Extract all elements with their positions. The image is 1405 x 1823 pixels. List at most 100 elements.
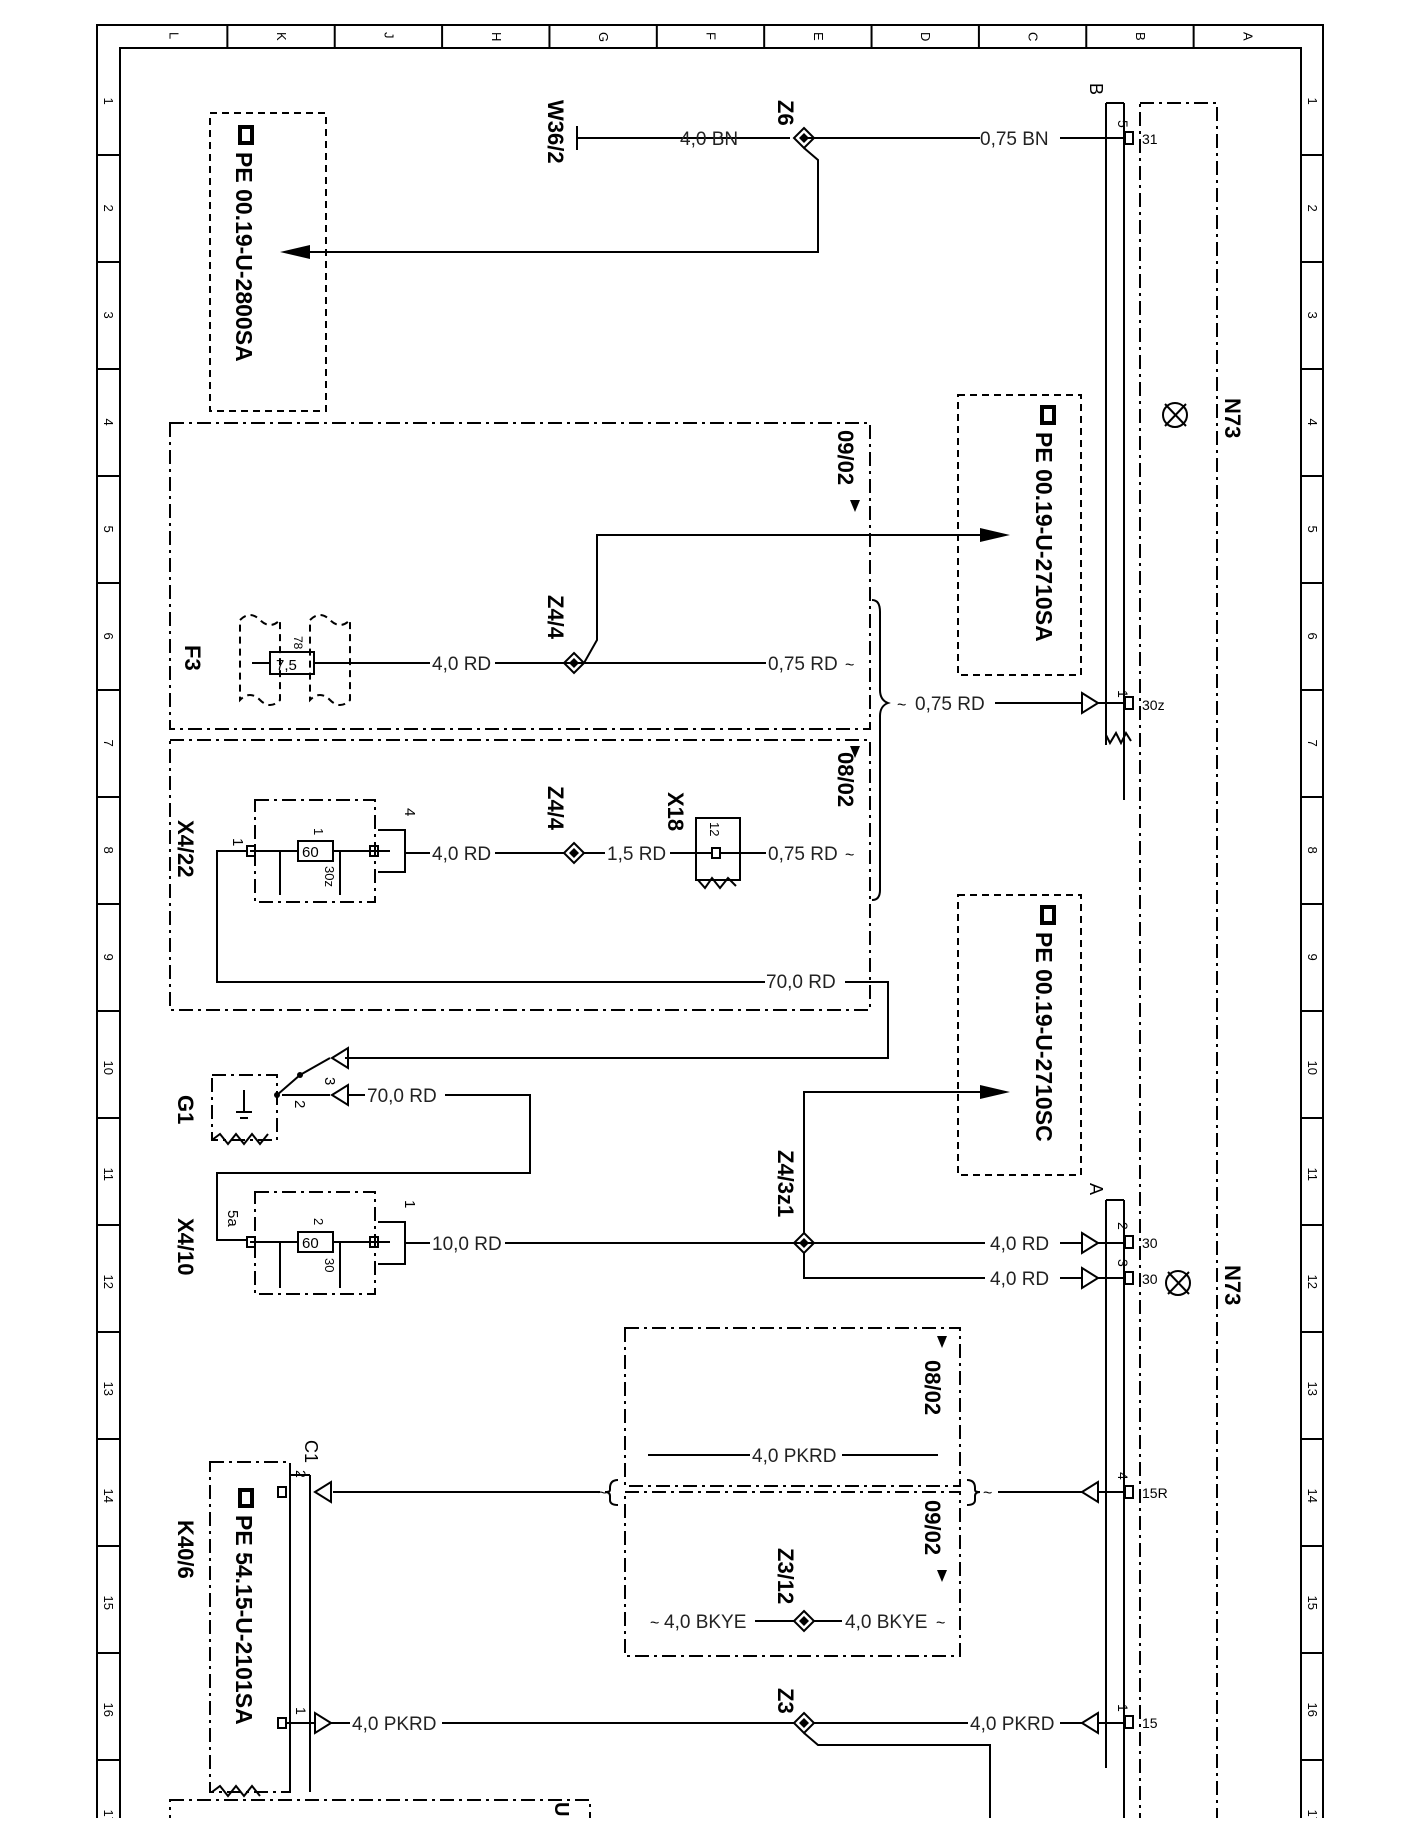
battery-symbol-icon — [211, 1072, 303, 1146]
k406-connector-c1: C1 — [301, 1440, 321, 1463]
wire-pkrd-k40-label: 4,0 PKRD — [352, 1714, 436, 1735]
x422-pin-1: 1 — [229, 838, 246, 846]
ref-2800-label: PE 00.19-U-2800SA — [231, 152, 257, 362]
book-reference-icon — [238, 125, 254, 145]
f3-rating: 7,5 — [276, 657, 297, 674]
wire-start-mark: ~ — [650, 1615, 659, 1632]
grid-number-left: 1 — [101, 98, 116, 105]
grid-letter: G — [596, 32, 611, 42]
lamp-symbol-icon — [1165, 1270, 1191, 1296]
x18-pin-12: 12 — [707, 822, 722, 836]
pin-31-label: 31 — [1142, 131, 1158, 147]
grid-number-left: 15 — [101, 1596, 116, 1610]
group-0802-top-label: 08/02 — [833, 752, 858, 807]
fuse-block-x422 — [250, 799, 406, 903]
grid-number-left: 9 — [101, 954, 116, 961]
x410-pin-30: 30 — [322, 1258, 337, 1272]
grid-number-left: 3 — [101, 312, 116, 319]
grid-number-right: 9 — [1305, 954, 1320, 961]
z312-label: Z3/12 — [773, 1548, 798, 1604]
splice-z312 — [792, 1609, 816, 1633]
group-0902-bottom-label: 09/02 — [920, 1500, 945, 1555]
pin-30-label: 30 — [1142, 1235, 1158, 1251]
x18-label: X18 — [663, 792, 688, 831]
grid-number-left: 7 — [101, 740, 116, 747]
n73-label-bottom: N73 — [1220, 1265, 1245, 1305]
drawing-frame — [96, 24, 1324, 1823]
fuse-block-x410 — [246, 1191, 406, 1295]
grid-letter: C — [1026, 32, 1041, 41]
grid-number-left: 6 — [101, 633, 116, 640]
grid-number-right: 10 — [1305, 1061, 1320, 1075]
wire-30z-075rd-label: 0,75 RD — [915, 694, 985, 715]
grid-number-right: 15 — [1305, 1596, 1320, 1610]
z6-label: Z6 — [773, 100, 798, 126]
grid-number-right: 16 — [1305, 1703, 1320, 1717]
grid-letter: L — [167, 32, 182, 39]
pin-15r-label: 15R — [1142, 1485, 1168, 1501]
x422-label: X4/22 — [173, 820, 198, 878]
wire-15rd-label: 1,5 RD — [607, 844, 666, 865]
n73-label-top: N73 — [1220, 398, 1245, 438]
x422-inner-pin-1: 1 — [311, 828, 326, 835]
ref-2710sa-label: PE 00.19-U-2710SA — [1031, 432, 1057, 642]
pin-31-number: 5 — [1115, 120, 1131, 128]
grid-number-right: 2 — [1305, 205, 1320, 212]
wire-x18-075rd-label: 0,75 RD — [768, 844, 838, 865]
group-box-0902-bottom — [624, 1491, 961, 1657]
w36-ground-connector — [576, 126, 790, 150]
ref-5415-label: PE 54.15-U-2101SA — [231, 1515, 257, 1725]
x422-pin-30z: 30z — [322, 866, 337, 887]
grid-letter: K — [274, 32, 289, 41]
ref-2710sc-label: PE 00.19-U-2710SC — [1031, 932, 1057, 1142]
wire-x422-4rd-label: 4,0 RD — [432, 844, 491, 865]
wire-bkye-l-label: 4,0 BKYE — [664, 1612, 746, 1633]
k40-pin-2: 2 — [293, 1470, 309, 1478]
grid-number-left: 14 — [101, 1489, 116, 1503]
grid-number-right: 7 — [1305, 740, 1320, 747]
fuse-symbol-icon — [239, 614, 351, 706]
wire-start-mark: ~ — [897, 697, 906, 714]
wire-075bn-label: 0,75 BN — [980, 129, 1049, 150]
grid-number-right: 4 — [1305, 419, 1320, 426]
x410-pin-1: 1 — [401, 1200, 418, 1208]
grid-number-left: 13 — [101, 1382, 116, 1396]
x422-fuse-rating: 60 — [302, 844, 319, 861]
k40-pin-1: 1 — [293, 1707, 309, 1715]
ref-box-2710sc — [957, 894, 1082, 1176]
grid-letter: E — [811, 32, 826, 41]
pin-15-number: 1 — [1115, 1704, 1131, 1712]
pin-15-label: 15 — [1142, 1715, 1158, 1731]
group-0902-top-label: 09/02 — [833, 430, 858, 485]
splice-z44-a — [562, 651, 586, 675]
z3-label: Z3 — [773, 1688, 798, 1714]
group-box-0802-bottom — [624, 1327, 961, 1487]
wire-70rd-b-label: 70,0 RD — [367, 1086, 437, 1107]
wire-bkye-r-label: 4,0 BKYE — [845, 1612, 927, 1633]
grid-letter: H — [489, 32, 504, 41]
z43z1-label: Z4/3z1 — [773, 1150, 798, 1217]
grid-number-left: 5 — [101, 526, 116, 533]
f3-label: F3 — [180, 645, 205, 671]
z44-a-label: Z4/4 — [543, 595, 568, 640]
wire-end-mark: ~ — [983, 1485, 992, 1502]
g1-pin-3: 3 — [321, 1077, 338, 1085]
grid-number-right: 8 — [1305, 847, 1320, 854]
pin-30z-number: 1 — [1115, 690, 1131, 698]
grid-letter: B — [1133, 32, 1148, 41]
book-reference-icon — [1040, 405, 1056, 425]
grid-number-right: 17 — [1305, 1810, 1320, 1819]
wire-end-mark: ~ — [598, 1485, 607, 1502]
grid-number-left: 12 — [101, 1275, 116, 1289]
grid-number-left: 17 — [101, 1810, 116, 1819]
book-reference-icon — [238, 1488, 254, 1508]
ground-symbol-icon — [1105, 730, 1132, 746]
wire-end-mark: ~ — [845, 847, 854, 864]
n73-connector-a: A — [1086, 1183, 1106, 1195]
group-box-0902-top — [169, 422, 871, 730]
grid-number-left: 2 — [101, 205, 116, 212]
